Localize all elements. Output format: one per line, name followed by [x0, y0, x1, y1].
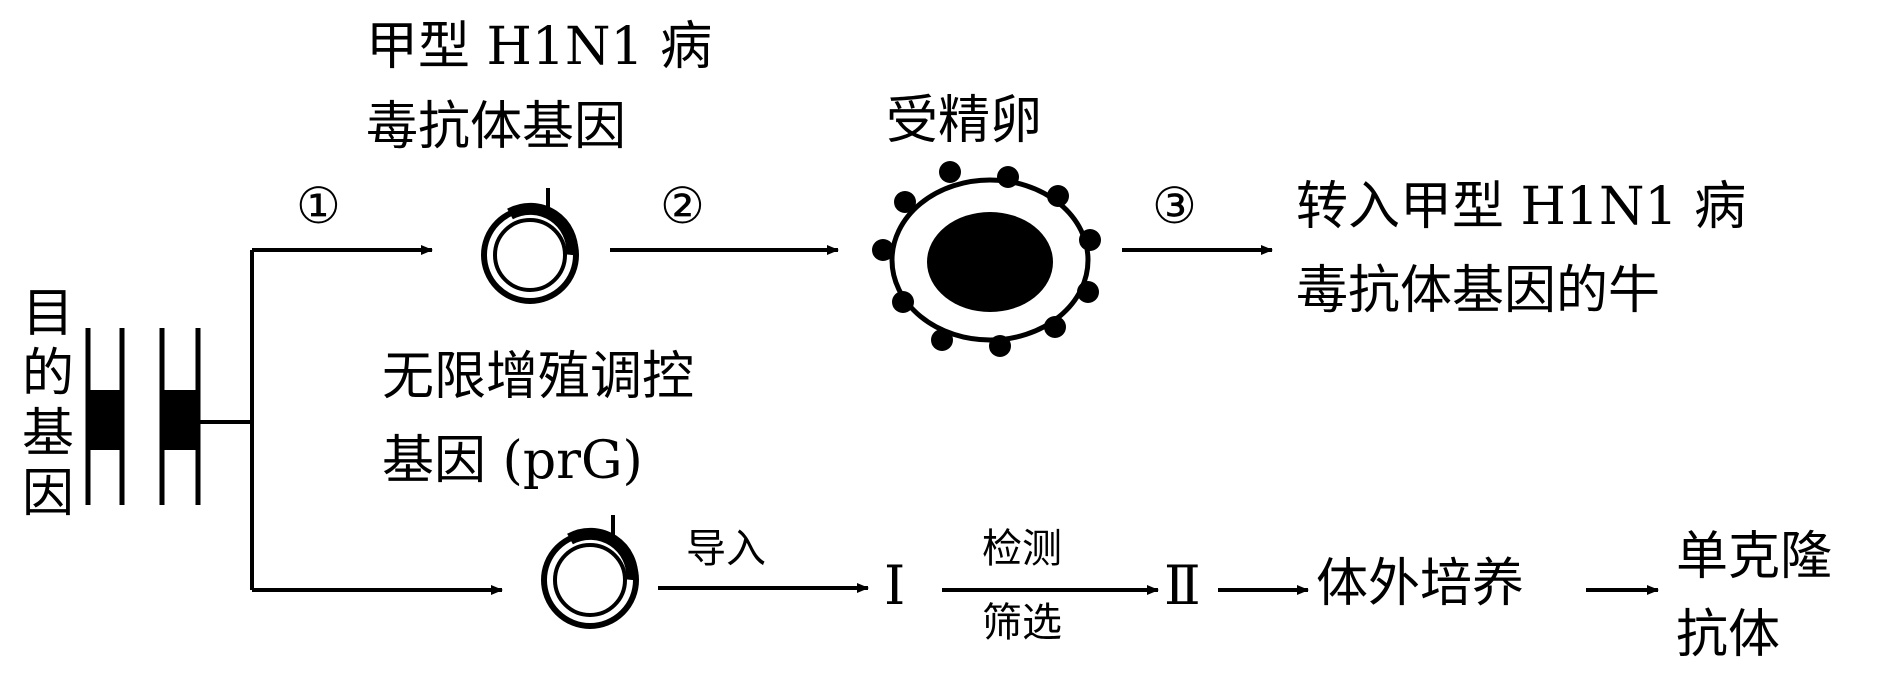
fertilized-egg-label: 受精卵	[886, 91, 1043, 151]
monoclonal-antibody-label-line-1: 单克隆	[1676, 527, 1833, 587]
antibody-gene-label-line-1: 甲型 H1N1 病	[366, 17, 713, 77]
in-vitro-culture-label: 体外培养	[1316, 554, 1525, 614]
prg-gene-label-line-1: 无限增殖调控	[382, 347, 695, 407]
cell-i-label: Ⅰ	[884, 554, 906, 617]
introduce-label: 导入	[686, 526, 766, 572]
fertilized-egg-icon	[872, 161, 1101, 357]
target-gene-label-4: 因	[22, 464, 75, 524]
plasmid-ring-icon	[541, 515, 639, 629]
screen-label: 筛选	[982, 600, 1062, 646]
target-gene-label-2: 的	[22, 344, 75, 404]
prg-gene-label-line-2: 基因 (prG)	[382, 431, 643, 491]
transgenic-cow-label-line-1: 转入甲型 H1N1 病	[1296, 177, 1747, 237]
step-2-marker: ②	[660, 177, 705, 235]
step-1-marker: ①	[296, 177, 341, 235]
cell-ii-label: Ⅱ	[1164, 554, 1201, 617]
monoclonal-antibody-label-line-2: 抗体	[1676, 605, 1781, 665]
detect-label: 检测	[982, 526, 1062, 572]
antibody-gene-label-line-2: 毒抗体基因	[366, 97, 627, 157]
target-gene-label-3: 基	[22, 404, 75, 464]
transgenic-cow-label-line-2: 毒抗体基因的牛	[1296, 261, 1661, 321]
branch-connector	[198, 250, 254, 590]
target-gene-label-1: 目	[22, 284, 75, 344]
plasmid-ring-icon	[481, 188, 579, 304]
dna-double-strand-icon	[85, 328, 201, 505]
step-3-marker: ③	[1152, 177, 1197, 235]
